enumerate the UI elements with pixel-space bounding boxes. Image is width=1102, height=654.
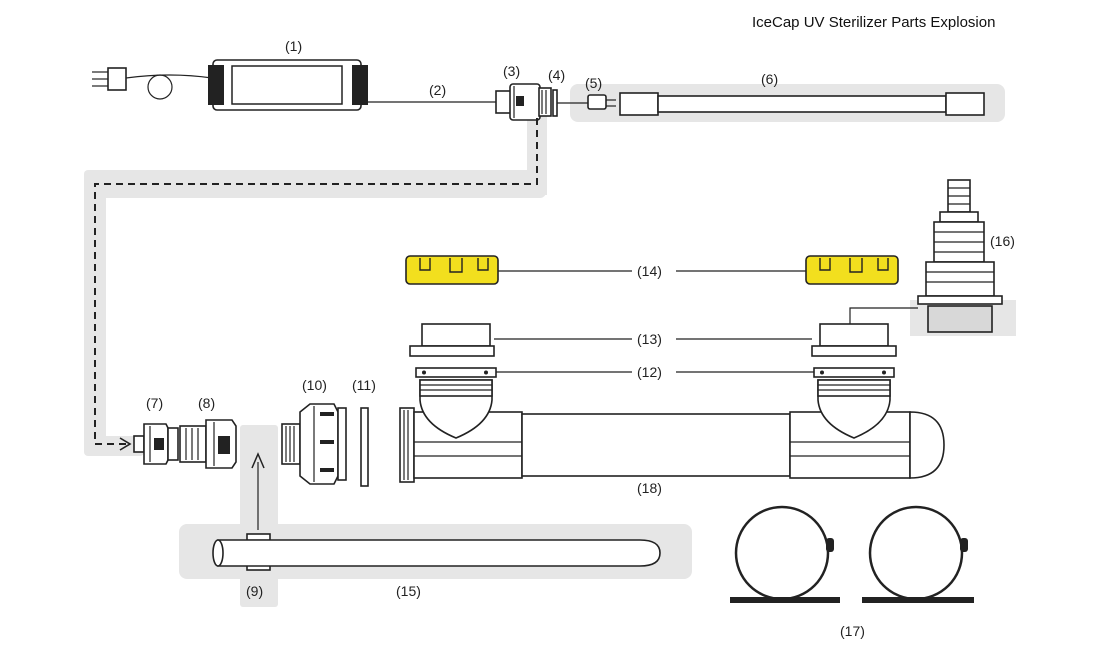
flat-gasket: [360, 407, 369, 487]
quartz-sleeve: [212, 539, 661, 567]
cable-gland-connector: [133, 423, 179, 465]
label-part-16: (16): [990, 233, 1015, 249]
diagram-title: IceCap UV Sterilizer Parts Explosion: [752, 14, 995, 31]
label-part-5: (5): [585, 75, 602, 91]
label-part-3: (3): [503, 63, 520, 79]
mounting-clip-left: [730, 505, 840, 603]
uv-reactor-housing: [399, 379, 945, 483]
port-adapter-left: [409, 323, 495, 357]
label-part-7: (7): [146, 395, 163, 411]
cable-route-arrowhead: [119, 437, 132, 451]
label-part-8: (8): [198, 395, 215, 411]
nut-band: [240, 425, 278, 607]
union-fitting: [281, 403, 347, 485]
leader-16: [849, 307, 918, 324]
label-part-6: (6): [761, 71, 778, 87]
uv-lamp-bulb: [619, 92, 985, 116]
label-part-2: (2): [429, 82, 446, 98]
mounting-clip-right: [862, 505, 974, 603]
label-part-9: (9): [246, 583, 263, 599]
port-adapter-right: [811, 323, 897, 357]
label-part-14: (14): [637, 263, 662, 279]
cable-route-dashed: [94, 118, 538, 445]
lamp-end-cap-connector: [495, 83, 552, 121]
hose-barb-adapter: [910, 179, 1016, 336]
label-part-1: (1): [285, 38, 302, 54]
lamp-socket: [557, 94, 616, 110]
port-o-ring-right: [813, 367, 895, 378]
label-part-11: (11): [352, 377, 376, 393]
label-part-12: (12): [637, 364, 662, 380]
yellow-union-nut-left: [405, 255, 499, 285]
cable-path-band-left: [84, 170, 106, 452]
yellow-union-nut-right: [805, 255, 899, 285]
label-part-17: (17): [840, 623, 865, 639]
label-part-13: (13): [637, 331, 662, 347]
ballast-power-supply: [92, 59, 498, 111]
label-part-10: (10): [302, 377, 327, 393]
threaded-coupling: [179, 419, 237, 469]
o-ring: [552, 89, 558, 117]
label-part-15: (15): [396, 583, 421, 599]
label-part-4: (4): [548, 67, 565, 83]
port-o-ring-left: [415, 367, 497, 378]
cable-path-band-bottom: [84, 436, 144, 456]
label-part-18: (18): [637, 480, 662, 496]
